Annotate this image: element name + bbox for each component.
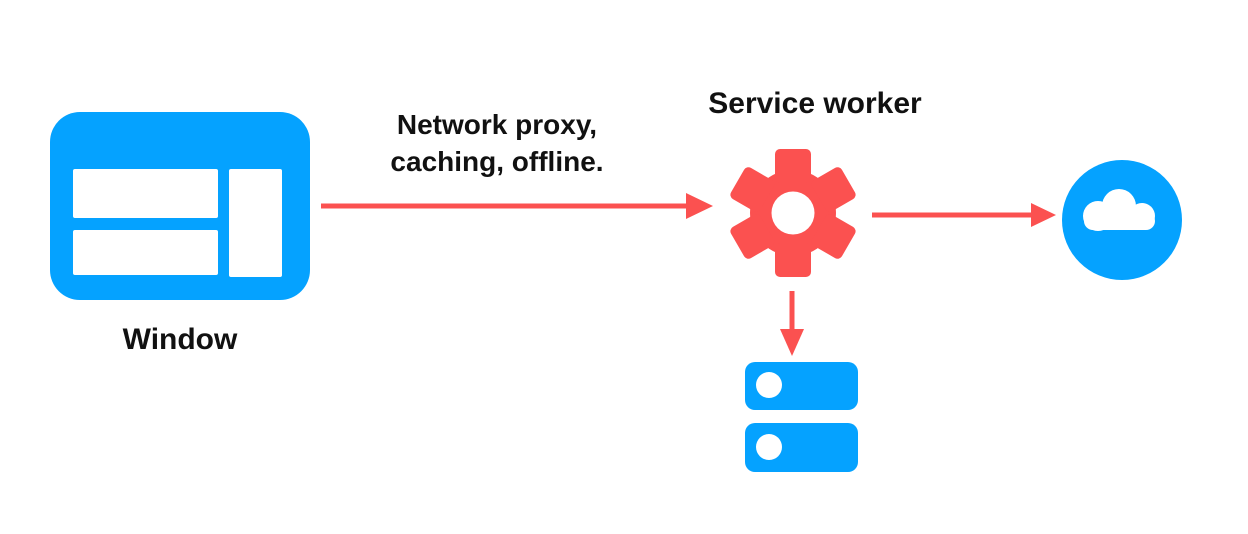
gear-icon [730, 149, 856, 277]
cloud-icon [1062, 160, 1182, 280]
browser-window-icon [50, 112, 310, 300]
window-node-label: Window [122, 323, 238, 356]
arrow-service-worker-to-storage [780, 291, 804, 356]
arrow-service-worker-to-network [872, 203, 1056, 227]
service-worker-node-label: Service worker [708, 87, 922, 120]
database-icon [745, 362, 858, 472]
arrow-window-to-service-worker [321, 193, 713, 219]
edge-label-network-proxy: Network proxy, caching, offline. [390, 109, 604, 177]
